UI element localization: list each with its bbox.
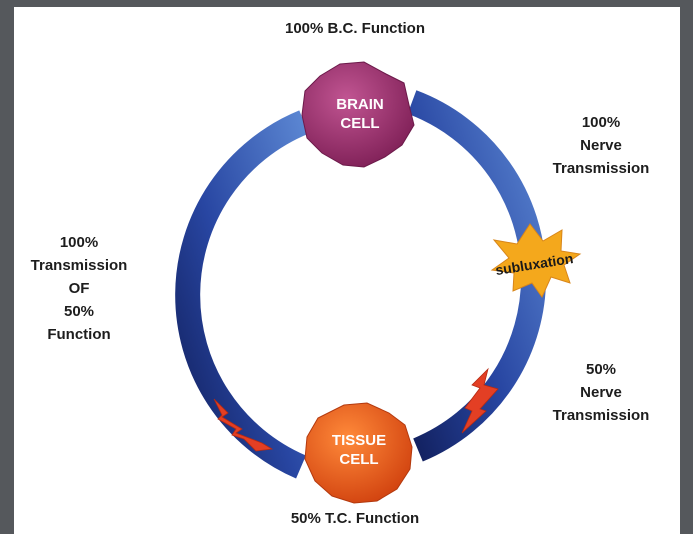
brain-cell-label-line1: BRAIN <box>336 96 384 113</box>
tissue-cell-node: TISSUE CELL <box>304 402 413 504</box>
right-top-label-line2: Nerve <box>580 137 622 154</box>
diagram-canvas: BRAIN CELL TISSUE CELL subluxation 100% … <box>14 7 680 534</box>
right-bottom-label-line3: Transmission <box>552 407 650 424</box>
bottom-label: 50% T.C. Function <box>240 507 470 530</box>
left-label: 100% Transmission OF 50% Function <box>16 231 142 346</box>
lightning-bolt-icon-left <box>213 398 274 452</box>
tissue-cell-label-line1: TISSUE <box>332 432 386 449</box>
right-bottom-label-line1: 50% <box>585 361 617 378</box>
cycle-diagram: BRAIN CELL TISSUE CELL subluxation <box>175 61 582 504</box>
left-label-line1: 100% <box>59 234 99 251</box>
left-label-line4: 50% <box>63 303 95 320</box>
right-bottom-label: 50% Nerve Transmission <box>536 358 666 427</box>
right-top-label-line1: 100% <box>581 114 621 131</box>
lightning-bolt-icon-right <box>461 367 499 434</box>
top-label: 100% B.C. Function <box>240 17 470 40</box>
right-bottom-label-line2: Nerve <box>580 384 622 401</box>
right-top-label-line3: Transmission <box>552 160 650 177</box>
right-top-label: 100% Nerve Transmission <box>536 111 666 180</box>
brain-cell-node: BRAIN CELL <box>301 61 415 168</box>
ring-left-arc <box>175 110 309 479</box>
left-label-line3: OF <box>68 280 90 297</box>
top-label-text: 100% B.C. Function <box>284 20 426 37</box>
subluxation-burst: subluxation <box>490 223 582 298</box>
left-label-line2: Transmission <box>30 257 128 274</box>
bottom-label-text: 50% T.C. Function <box>290 510 420 527</box>
tissue-cell-label-line2: CELL <box>339 451 378 468</box>
left-label-line5: Function <box>47 326 111 343</box>
brain-cell-label-line2: CELL <box>340 115 379 132</box>
